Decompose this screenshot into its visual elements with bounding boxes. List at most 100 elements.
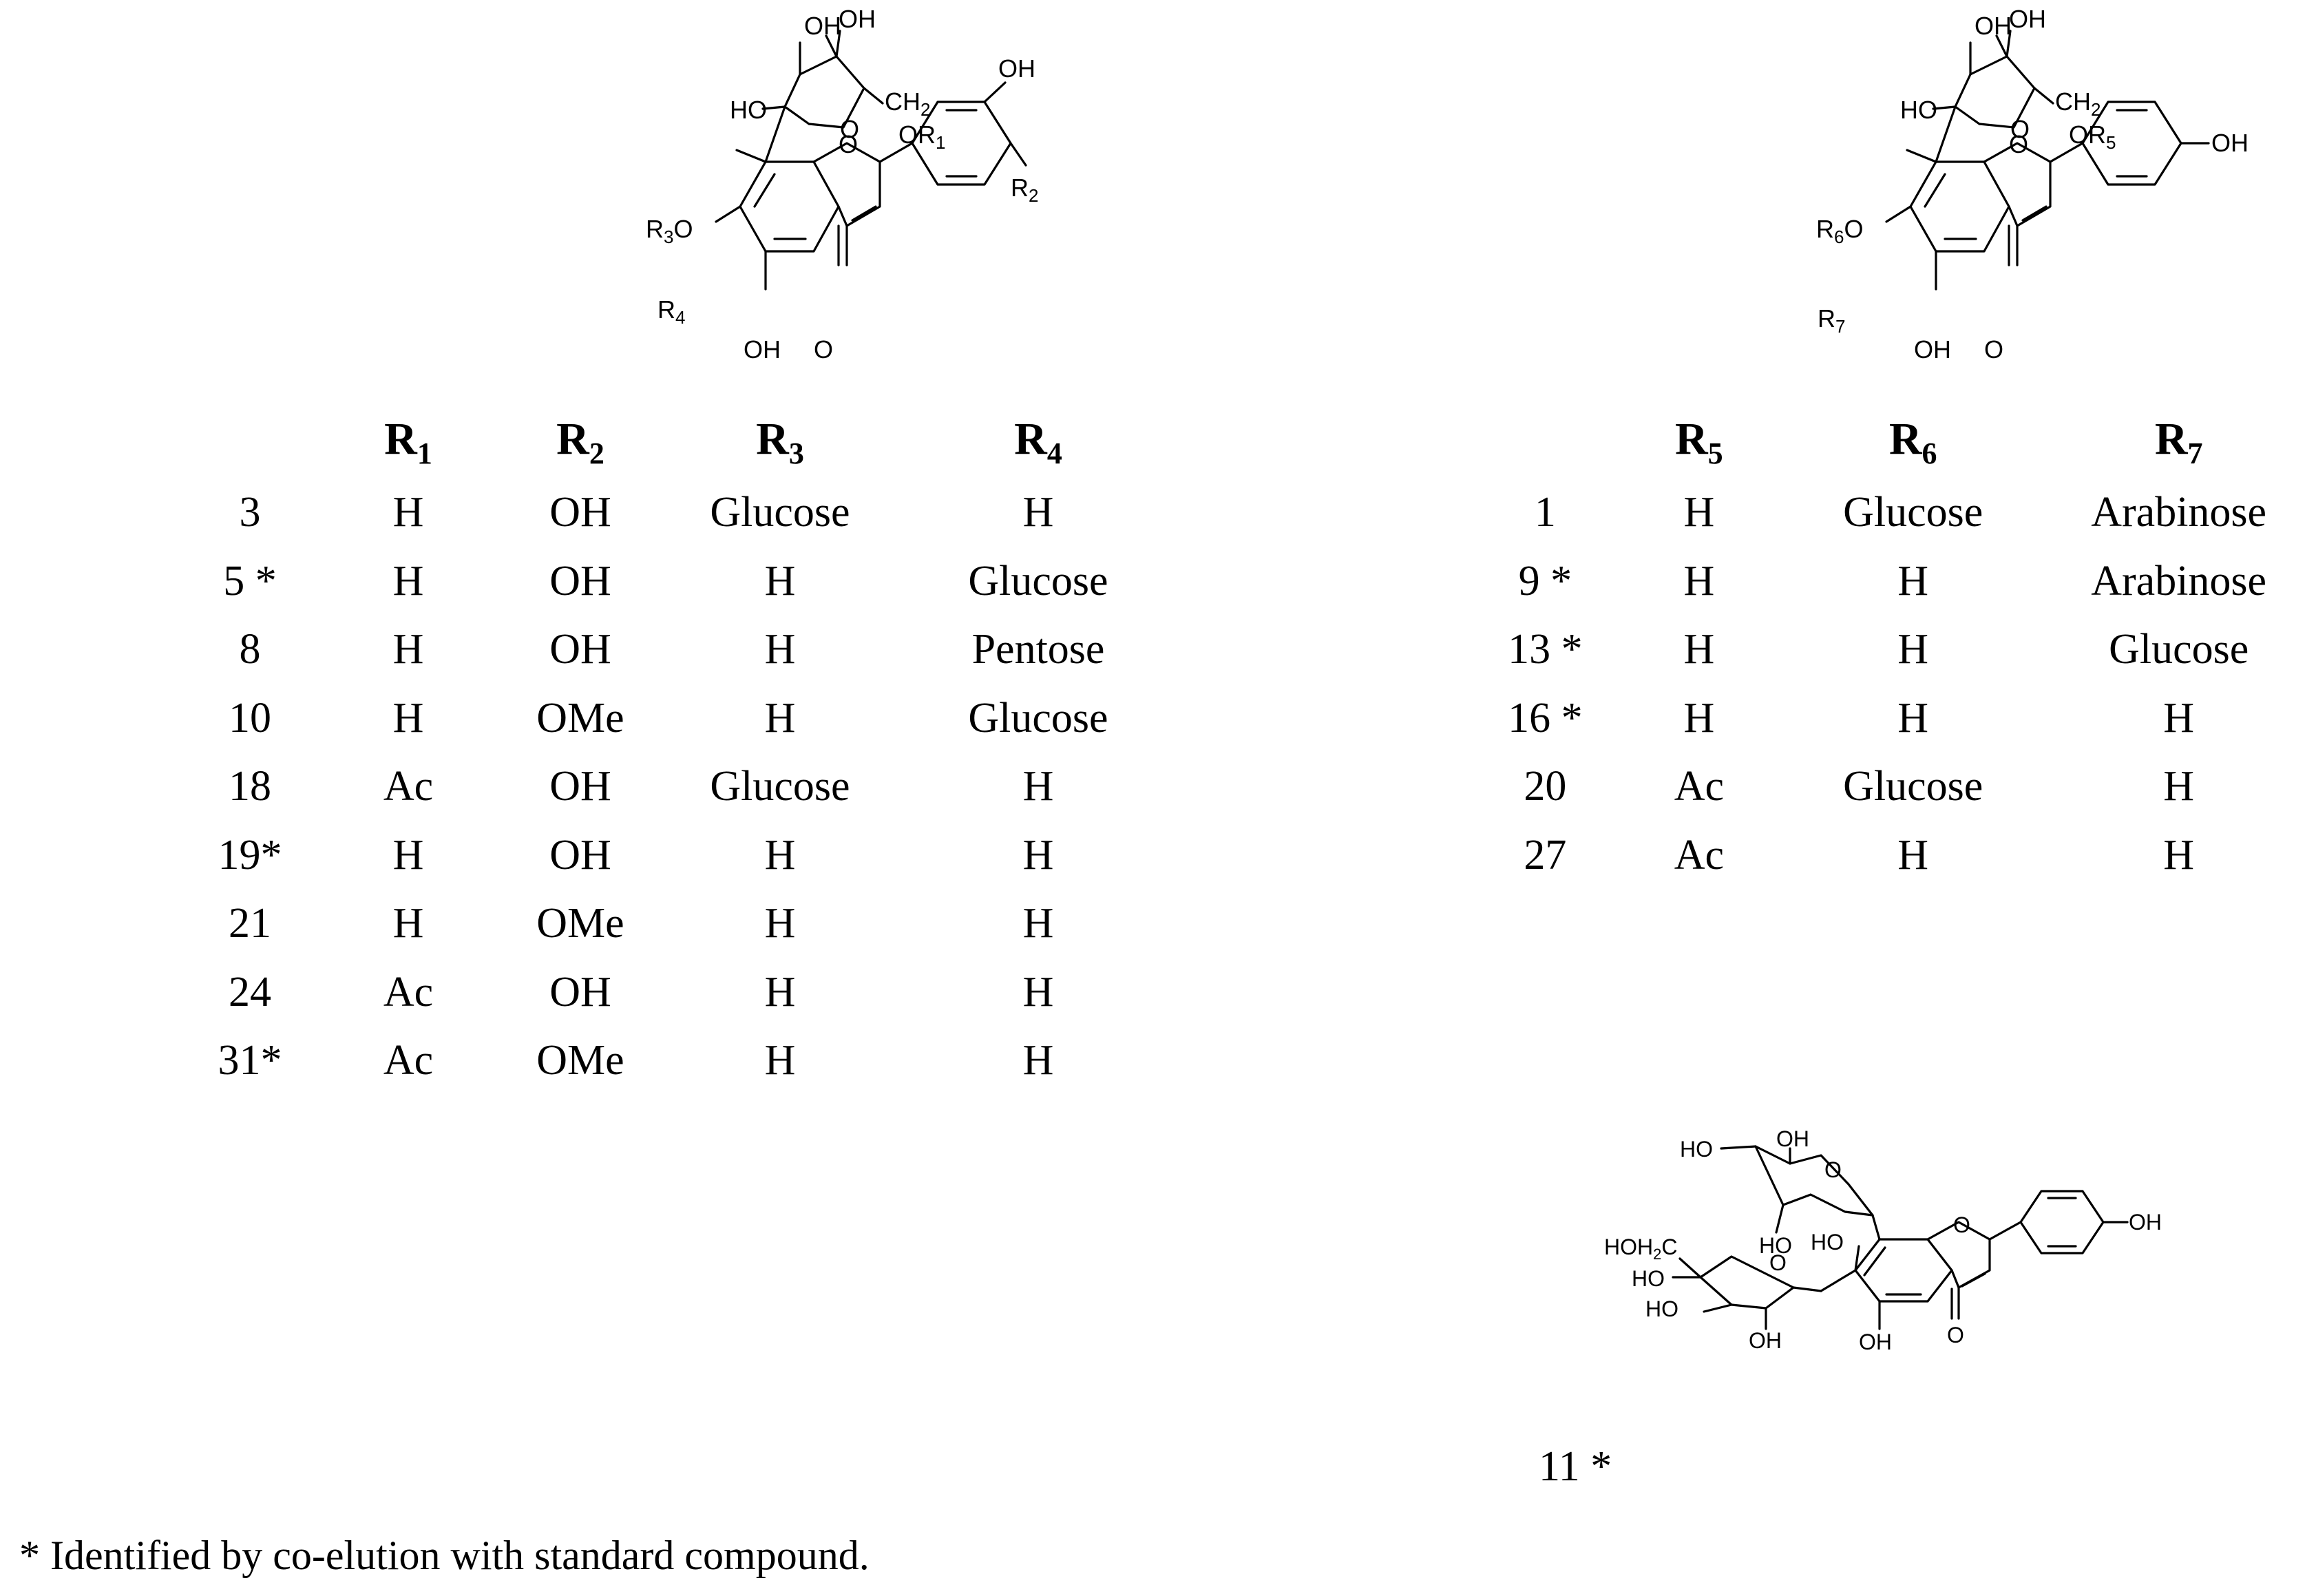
table-row: 9 * H H Arabinose [1477, 547, 2316, 616]
table-cell: H [1022, 763, 1054, 810]
table-cell: OMe [536, 694, 624, 742]
svg-text:CH2: CH2 [2055, 87, 2101, 120]
c11-ho-a: HO [1680, 1137, 1713, 1162]
left-table-header-r4: R4 [1014, 414, 1062, 471]
compound-11-structure: HO OH O HO HOH2C O HO HO OH HO O OH OH O [1604, 1129, 2162, 1354]
table-cell: Glucose [1843, 763, 1983, 810]
left-sugar-ring-o: O [840, 115, 859, 143]
compound-number: 20 [1524, 763, 1567, 810]
c11-oh-para: OH [2129, 1210, 2162, 1235]
right-or5: OR [2069, 120, 2106, 149]
compound-number: 13 * [1508, 626, 1583, 673]
left-r2: R [1011, 174, 1029, 202]
left-table-header-compound [178, 406, 322, 479]
c11-keto-o: O [1947, 1323, 1964, 1347]
right-r6: R [1816, 215, 1834, 243]
table-cell: H [2163, 831, 2195, 879]
compound-number: 16 * [1508, 694, 1583, 742]
table-cell: OH [549, 763, 611, 810]
table-cell: Glucose [968, 557, 1108, 605]
right-sugar-ring-o: O [2010, 115, 2030, 143]
left-ch2-sub: 2 [920, 99, 930, 120]
c11-hoh2c: HOH [1604, 1235, 1653, 1259]
c11-oh-e: OH [1749, 1328, 1782, 1353]
left-or1-sub: 1 [936, 132, 945, 153]
right-table-header-row: R5 R6 R7 [1477, 406, 2316, 479]
c11-glc-o: O [1769, 1250, 1787, 1275]
c11-hoh2c-c: C [1661, 1235, 1677, 1259]
compound-number: 24 [229, 968, 271, 1016]
table-cell: Glucose [710, 489, 850, 536]
table-cell: H [1022, 900, 1054, 947]
right-keto-o: O [1984, 335, 2003, 364]
c11-hoh2c-sub: 2 [1653, 1246, 1661, 1263]
table-cell: H [1683, 626, 1715, 673]
table-cell: H [1022, 1037, 1054, 1084]
right-ho-sugar: HO [1900, 96, 1937, 124]
right-or5-sub: 5 [2106, 132, 2116, 153]
table-cell: H [392, 694, 424, 742]
table-cell: H [1022, 968, 1054, 1016]
right-r7-sub: 7 [1835, 316, 1845, 337]
compound-number: 31* [218, 1037, 282, 1084]
table-cell: H [764, 1037, 796, 1084]
table-cell: H [392, 900, 424, 947]
table-cell: Ac [383, 1037, 434, 1084]
right-table-header-r5: R5 [1675, 414, 1723, 471]
left-table-header-r1: R1 [384, 414, 432, 471]
compound-number: 1 [1534, 489, 1556, 536]
left-table-header-row: R1 R2 R3 R4 [178, 406, 1183, 479]
right-oh-top-a: OH [1975, 12, 2012, 40]
left-oh-top-a: OH [804, 12, 841, 40]
right-r7: R [1818, 304, 1835, 333]
table-cell: H [392, 557, 424, 605]
table-cell: H [1897, 626, 1929, 673]
compound-number: 18 [229, 763, 271, 810]
table-cell: H [2163, 763, 2195, 810]
left-r3-o: O [673, 215, 693, 243]
right-chromone-o: O [2009, 130, 2028, 158]
right-r6-o: O [1844, 215, 1863, 243]
table-cell: H [392, 626, 424, 673]
table-cell: OMe [536, 1037, 624, 1084]
svg-text:CH2: CH2 [885, 87, 930, 120]
footnote: * Identified by co-elution with standard… [19, 1533, 870, 1578]
table-cell: Glucose [1843, 489, 1983, 536]
left-oh-top-b: OH [839, 5, 876, 33]
table-cell: H [1683, 557, 1715, 605]
table-cell: H [1683, 489, 1715, 536]
table-cell: H [1683, 694, 1715, 742]
svg-text:R4: R4 [657, 295, 685, 328]
table-cell: Arabinose [2091, 557, 2267, 605]
right-flavone-structure: OH OH HO CH2 OR5 O R6O O OH R7 OH O [1816, 5, 2249, 364]
c11-oh-5: OH [1859, 1330, 1892, 1354]
table-cell: Ac [1674, 831, 1724, 879]
left-chromone-o: O [839, 130, 858, 158]
c11-ho-b: HO [1759, 1233, 1792, 1258]
table-cell: Arabinose [2091, 489, 2267, 536]
svg-text:R3O: R3O [646, 215, 693, 247]
table-cell: OH [549, 831, 611, 879]
svg-text:HOH2C: HOH2C [1604, 1235, 1677, 1263]
left-r3: R [646, 215, 664, 243]
table-cell: H [1897, 557, 1929, 605]
table-cell: Glucose [2109, 626, 2249, 673]
compound-number: 19* [218, 831, 282, 879]
right-oh-5: OH [1914, 335, 1951, 364]
right-oh-para: OH [2211, 129, 2249, 157]
table-cell: H [1022, 831, 1054, 879]
table-cell: H [2163, 694, 2195, 742]
compound-number: 9 * [1518, 557, 1572, 605]
table-cell: OH [549, 968, 611, 1016]
left-or1: OR [898, 120, 936, 149]
left-r4-sub: 4 [675, 307, 685, 328]
table-cell: OH [549, 557, 611, 605]
c11-ho-d: HO [1645, 1296, 1678, 1321]
compound-number: 27 [1524, 831, 1567, 879]
